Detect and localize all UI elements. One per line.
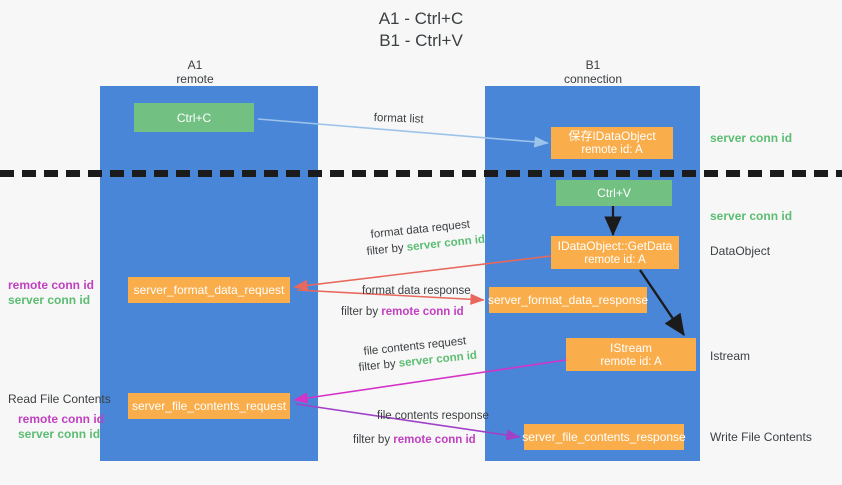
left-label-read-file-contents: Read File Contents [8,392,111,406]
lane-a1-subtitle: remote [176,72,214,86]
edge-label-format-data-response: format data response [362,285,471,297]
node-save-dataobject-label: 保存IDataObject [568,129,656,143]
lane-b1-name: B1 [585,58,601,72]
node-getdata-label: IDataObject::GetData [557,238,673,253]
node-server-file-contents-request-label: server_file_contents_request [131,399,287,413]
node-getdata-remote-id: remote id: A [584,253,646,266]
node-server-format-data-response-label: server_format_data_response [487,293,649,307]
node-save-dataobject-remote-id: remote id: A [581,144,643,156]
left-label-group-mid: remote conn id server conn id [8,278,94,308]
node-istream[interactable]: IStream remote id: A [566,338,696,371]
title-line-2: B1 - Ctrl+V [379,31,463,50]
node-ctrl-c[interactable]: Ctrl+C [134,103,254,132]
phase-divider [0,170,842,177]
node-server-format-data-request[interactable]: server_format_data_request [128,277,290,303]
filter-prefix: filter by [353,434,394,446]
right-label-write-file-contents: Write File Contents [710,430,812,444]
right-label-server-conn-id-second: server conn id [710,209,793,223]
filter-value-remote-conn-id: remote conn id [381,306,464,318]
filter-prefix: filter by [341,306,382,318]
edge-label-format-list: format list [373,111,424,126]
node-server-file-contents-response-label: server_file_contents_response [522,430,686,444]
right-label-istream: Istream [710,349,751,363]
node-server-format-data-response[interactable]: server_format_data_response [487,287,649,313]
node-ctrl-v-label: Ctrl+V [597,186,631,200]
diagram-title: A1 - Ctrl+C B1 - Ctrl+V [0,8,842,52]
node-istream-remote-id: remote id: A [600,355,662,368]
node-idataobject-getdata[interactable]: IDataObject::GetData remote id: A [551,236,679,269]
edge-label-file-contents-response: file contents response [377,410,489,422]
node-server-file-contents-request[interactable]: server_file_contents_request [128,393,290,419]
right-label-server-conn-id-top: server conn id [710,131,793,145]
node-save-dataobject[interactable]: 保存IDataObject remote id: A [551,127,673,159]
filter-value-remote-conn-id: remote conn id [393,434,476,446]
lane-header-b1: B1 connection [518,58,668,86]
filter-prefix: filter by [358,357,400,374]
node-server-format-data-request-label: server_format_data_request [133,283,285,297]
left-label-server-conn-id-bottom: server conn id [18,427,101,441]
edge-label-file-contents-response-filter: filter by remote conn id [353,433,476,448]
filter-prefix: filter by [366,241,408,258]
left-label-remote-conn-id-mid: remote conn id [8,278,95,292]
title-line-1: A1 - Ctrl+C [378,9,464,28]
lane-b1-subtitle: connection [563,72,623,86]
left-label-remote-conn-id-bottom: remote conn id [18,412,105,426]
node-server-file-contents-response[interactable]: server_file_contents_response [522,424,686,450]
node-istream-label: IStream [609,340,652,355]
left-label-group-bottom: remote conn id server conn id [18,412,104,442]
node-ctrl-v[interactable]: Ctrl+V [556,180,672,206]
right-label-dataobject: DataObject [710,244,771,258]
left-label-server-conn-id-mid: server conn id [8,293,91,307]
node-ctrl-c-label: Ctrl+C [176,110,212,125]
lane-a1-name: A1 [187,58,203,72]
lane-header-a1: A1 remote [120,58,270,86]
edge-label-format-data-response-filter: filter by remote conn id [341,305,464,320]
